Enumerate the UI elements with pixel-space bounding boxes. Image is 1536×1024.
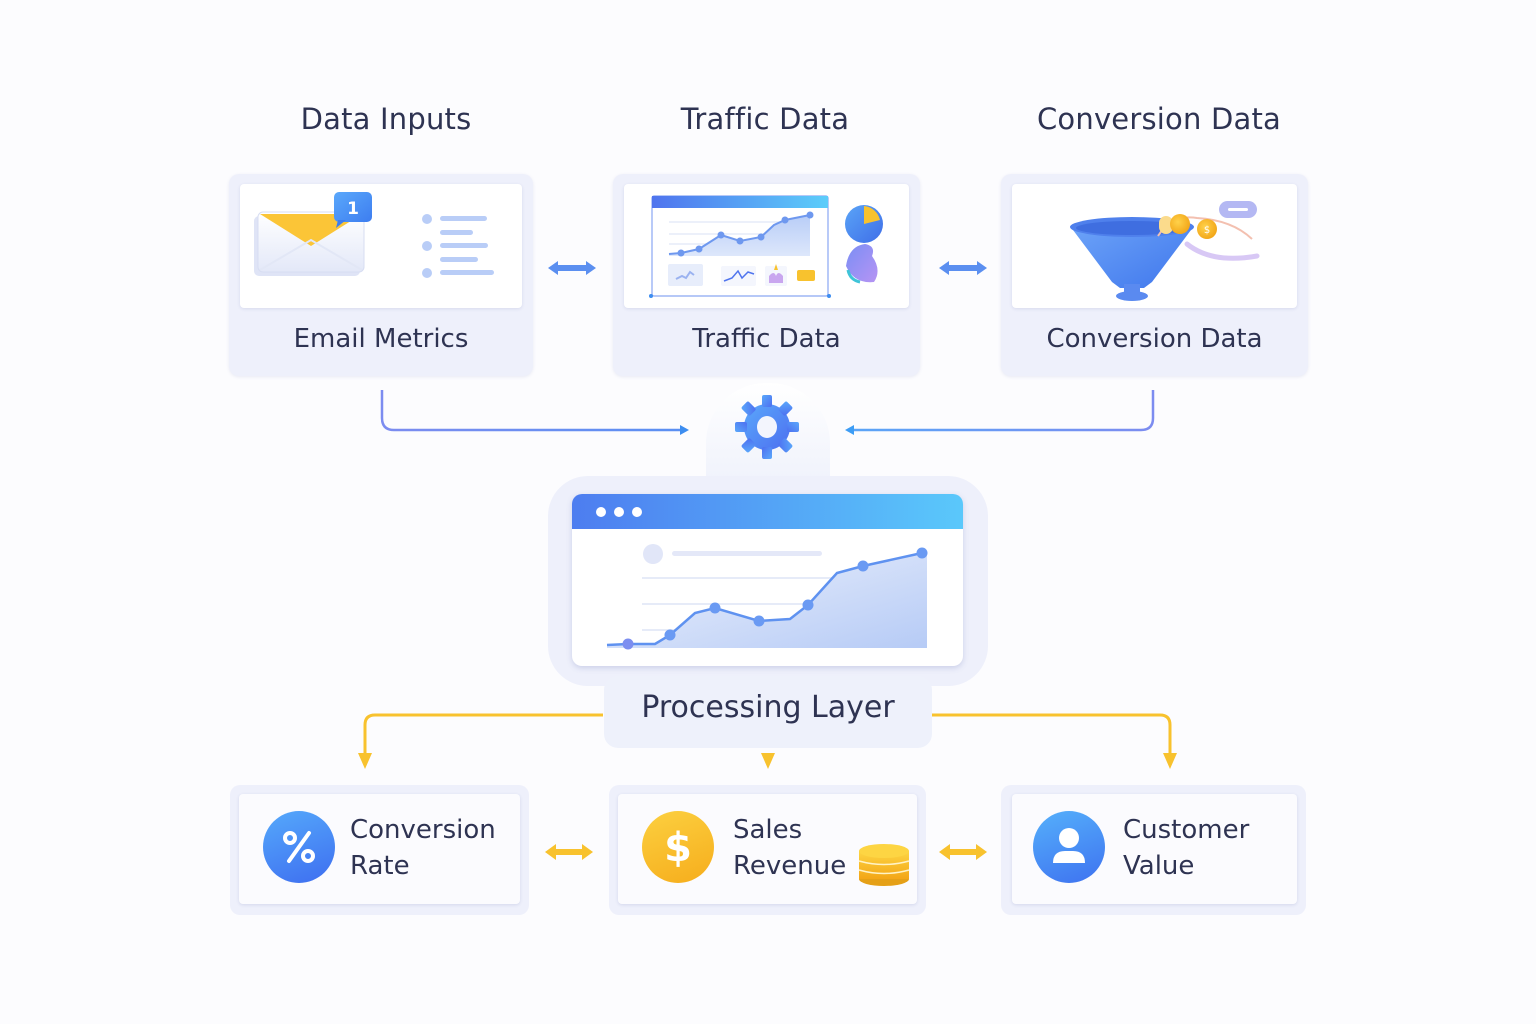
percent-icon [263,811,335,883]
bidirectional-arrow-icon [939,261,987,275]
label-line-2: Rate [350,851,410,881]
svg-text:1: 1 [347,199,359,219]
bidirectional-arrow-icon [548,261,596,275]
column-title-conversion-data: Conversion Data [1036,102,1282,136]
sales-revenue-card[interactable]: $ Sales Revenue [609,785,926,915]
label-line-1: Customer [1123,815,1250,845]
gear-icon [735,395,799,459]
svg-text:$: $ [664,825,692,871]
funnel-icon: $ [1070,201,1260,301]
connector-processing-to-outputs [358,713,1177,769]
sales-revenue-card-inner: $ Sales Revenue [618,794,917,904]
email-metrics-illustration: 1 [240,184,522,308]
conversion-data-illustration: $ [1012,184,1297,308]
customer-value-card[interactable]: Customer Value [1001,785,1306,915]
conversion-data-label: Conversion Data [1046,324,1263,354]
coin-stack-icon [858,844,910,886]
conversion-rate-label: Conversion Rate [350,812,496,884]
traffic-data-illustration [624,184,909,308]
window-title-bar [572,494,963,529]
bidirectional-arrow-icon [939,844,987,860]
label-line-1: Conversion [350,815,496,845]
dollar-icon: $ [642,811,714,883]
label-line-1: Sales [733,815,803,845]
conversion-rate-card-inner: Conversion Rate [239,794,520,904]
window-dot-icon [632,507,642,517]
conversion-rate-card[interactable]: Conversion Rate [230,785,529,915]
processing-layer-label: Processing Layer [641,690,895,725]
bidirectional-arrow-icon [545,844,593,860]
window-dot-icon [614,507,624,517]
window-dot-icon [596,507,606,517]
column-title-traffic-data: Traffic Data [680,102,850,136]
email-metrics-card[interactable]: 1 Email Metrics [229,174,533,376]
processing-layer-label-box: Processing Layer [604,676,932,748]
email-metrics-label: Email Metrics [293,324,469,354]
sales-revenue-label: Sales Revenue [733,812,846,884]
processing-line-chart [606,544,928,650]
dashboard-chart-icon [649,195,883,298]
connector-left-to-processing [380,390,689,435]
label-line-2: Revenue [733,851,847,881]
traffic-data-label: Traffic Data [692,324,841,354]
column-title-data-inputs: Data Inputs [300,102,472,136]
conversion-data-card[interactable]: $ Conversion Data [1001,174,1308,376]
traffic-data-card[interactable]: Traffic Data [613,174,920,376]
envelope-icon: 1 [254,192,494,278]
user-icon [1033,811,1105,883]
customer-value-label: Customer Value [1123,812,1249,884]
connector-right-to-processing [845,390,1155,435]
svg-text:$: $ [1204,225,1210,236]
customer-value-card-inner: Customer Value [1012,794,1297,904]
label-line-2: Value [1123,851,1195,881]
